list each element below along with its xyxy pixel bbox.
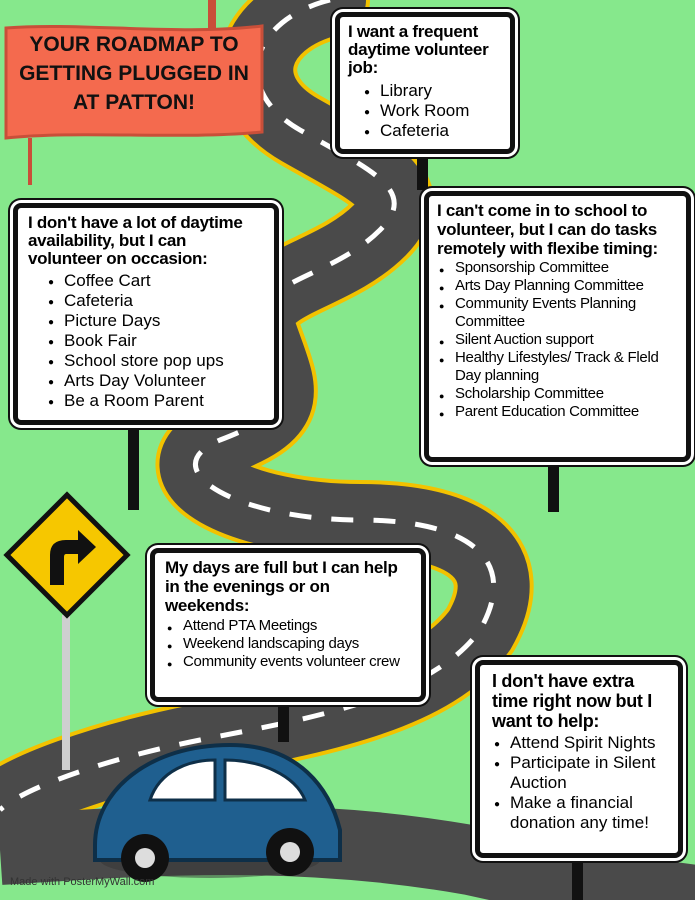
sign-pole (128, 425, 139, 510)
sign-occasional: I don't have a lot of daytime availabili… (13, 203, 279, 425)
list-item: Scholarship Committee (437, 385, 678, 405)
sign-evenings-weekends: My days are full but I can help in the e… (150, 548, 426, 702)
list-item: Participate in Silent Auction (492, 753, 666, 793)
list-item: Community Events Planning Committee (437, 295, 678, 331)
sign-remote: I can't come in to school to volunteer, … (424, 191, 691, 462)
sign-heading: I don't have extra time right now but I … (492, 671, 652, 731)
list-item: School store pop ups (46, 351, 264, 373)
list-item: Book Fair (46, 331, 264, 353)
sign-no-extra-time: I don't have extra time right now but I … (475, 660, 683, 858)
list-item: Community events volunteer crew (165, 653, 411, 673)
list-item: Healthy Lifestyles/ Track & Fleld Day pl… (437, 349, 678, 385)
list-item: Library (362, 81, 502, 103)
sign-heading: I don't have a lot of daytime availabili… (28, 213, 243, 268)
watermark: Made with PosterMyWall.com (10, 876, 155, 888)
list-item: Attend PTA Meetings (165, 617, 411, 637)
sign-heading: I can't come in to school to volunteer, … (437, 201, 658, 258)
sign-pole (548, 462, 559, 512)
list-item: Weekend landscaping days (165, 635, 411, 655)
list-item: Arts Day Planning Committee (437, 277, 678, 297)
list-item: Sponsorship Committee (437, 259, 678, 279)
banner-flag (4, 0, 264, 185)
list-item: Work Room (362, 101, 502, 123)
sign-pole (572, 858, 583, 900)
list-item: Cafeteria (46, 291, 264, 313)
sign-heading: My days are full but I can help in the e… (165, 558, 398, 615)
sign-heading: I want a frequent daytime volunteer job: (348, 22, 489, 77)
car-icon (93, 742, 342, 882)
list-item: Cafeteria (362, 121, 502, 143)
list-item: Attend Spirit Nights (492, 733, 666, 755)
sign-pole (278, 702, 289, 742)
list-item: Arts Day Volunteer (46, 371, 264, 393)
sign-pole (417, 155, 428, 190)
list-item: Make a financial donation any time! (492, 793, 666, 833)
banner-title: YOUR ROADMAP TO GETTING PLUGGED IN AT PA… (19, 33, 249, 114)
list-item: Be a Room Parent (46, 391, 264, 413)
list-item: Picture Days (46, 311, 264, 333)
list-item: Silent Auction support (437, 331, 678, 351)
sign-frequent-daytime: I want a frequent daytime volunteer job:… (335, 12, 515, 154)
list-item: Coffee Cart (46, 271, 264, 293)
list-item: Parent Education Committee (437, 403, 678, 423)
